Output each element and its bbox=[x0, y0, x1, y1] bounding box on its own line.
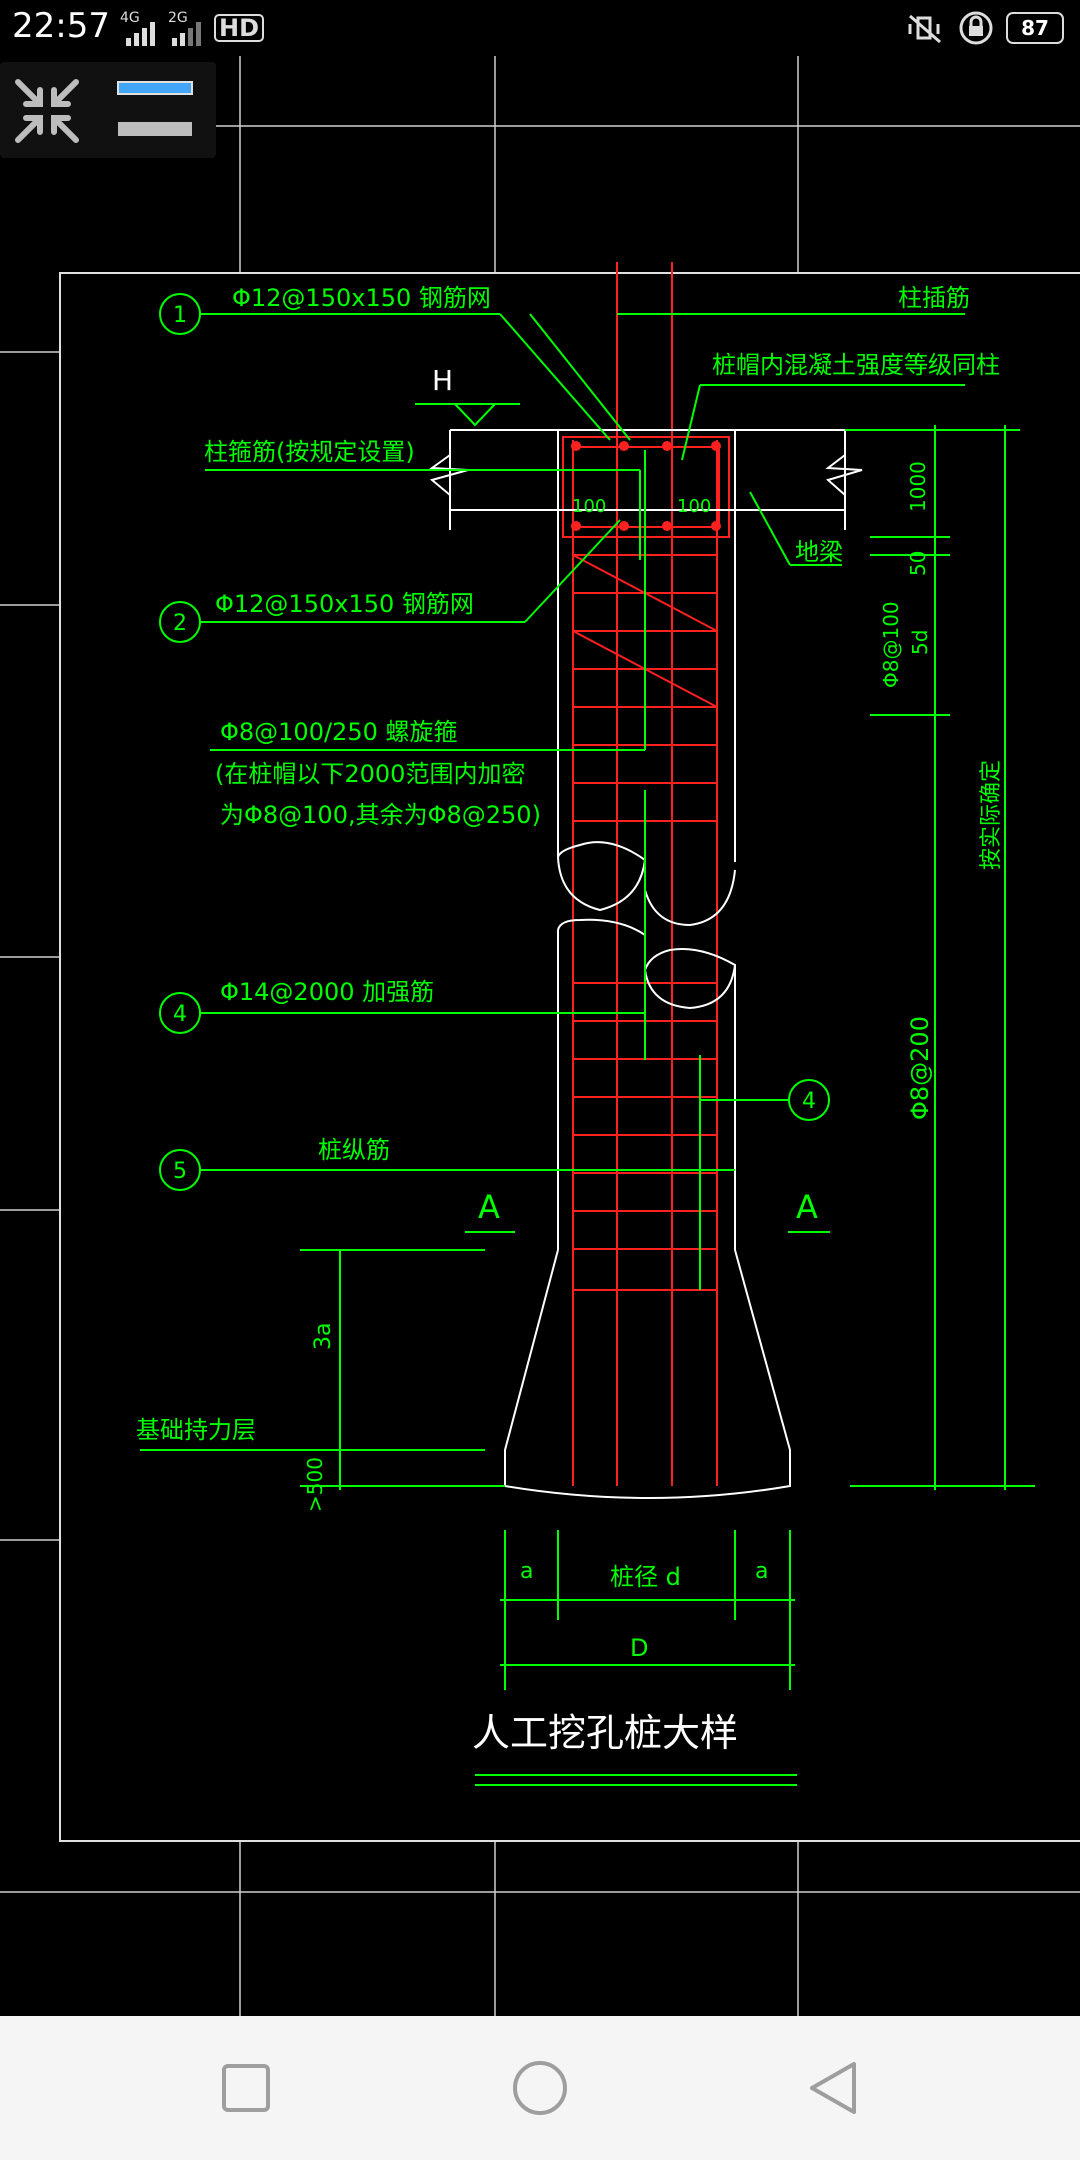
label-pile-longitudinal: 桩纵筋 bbox=[318, 1136, 390, 1164]
clock: 22:57 bbox=[12, 6, 110, 46]
dim-length-note: 按实际确定 bbox=[979, 760, 1004, 870]
dim-100-right: 100 bbox=[677, 496, 711, 517]
callout-4-right: 4 bbox=[802, 1089, 816, 1114]
label-cap-concrete: 桩帽内混凝土强度等级同柱 bbox=[712, 351, 1000, 379]
menu-bars-icon[interactable] bbox=[116, 78, 196, 144]
circle-nav-icon[interactable] bbox=[502, 2050, 578, 2126]
annotation-lines bbox=[140, 313, 1035, 1786]
section-a-right: A bbox=[796, 1188, 818, 1226]
dim-a-right: a bbox=[755, 1559, 768, 1584]
label-h: H bbox=[432, 364, 453, 397]
triangle-back-icon[interactable] bbox=[796, 2050, 872, 2126]
dim-pile-diameter: 桩径 d bbox=[610, 1563, 681, 1591]
pile-outline bbox=[429, 429, 863, 1499]
label-spiral-note-2: 为Φ8@100,其余为Φ8@250) bbox=[220, 801, 541, 829]
hd-badge: HD bbox=[214, 14, 265, 42]
label-bearing-layer: 基础持力层 bbox=[136, 1416, 256, 1444]
signal-4g-icon bbox=[126, 22, 155, 46]
section-a-left: A bbox=[478, 1188, 500, 1226]
callout-4: 4 bbox=[173, 1002, 187, 1027]
label-ground-beam: 地梁 bbox=[795, 538, 843, 566]
drawing-title: 人工挖孔桩大样 bbox=[472, 1711, 738, 1755]
callout-5: 5 bbox=[173, 1159, 187, 1184]
dim-phi8-100: Φ8@100 bbox=[879, 601, 903, 688]
callout-1: 1 bbox=[173, 303, 187, 328]
dim-phi8-200: Φ8@200 bbox=[906, 1016, 934, 1120]
dim-50: 50 bbox=[906, 551, 930, 576]
navigation-bar bbox=[0, 2016, 1080, 2160]
label-mesh-1: Φ12@150x150 钢筋网 bbox=[232, 284, 491, 312]
annotation-text: 1 2 4 5 4 Φ12@150x150 钢筋网 柱插筋 桩帽内混凝土强度等级… bbox=[136, 284, 1004, 1755]
lock-rotation-icon bbox=[959, 11, 993, 45]
label-spiral-stirrup: Φ8@100/250 螺旋箍 bbox=[220, 718, 458, 746]
battery-indicator: 87 bbox=[1006, 12, 1064, 44]
label-mesh-2: Φ12@150x150 钢筋网 bbox=[215, 590, 474, 618]
label-stirrup: 柱箍筋(按规定设置) bbox=[204, 438, 415, 466]
callout-circles bbox=[159, 293, 830, 1191]
callout-2: 2 bbox=[173, 611, 187, 636]
signal-2g-icon bbox=[172, 22, 201, 46]
net-4g-label: 4G bbox=[120, 10, 140, 26]
dim-a-left: a bbox=[520, 1559, 533, 1584]
dim-100-left: 100 bbox=[572, 496, 606, 517]
cad-drawing-canvas[interactable]: 1 2 4 5 4 Φ12@150x150 钢筋网 柱插筋 桩帽内混凝土强度等级… bbox=[0, 56, 1080, 2016]
square-nav-icon[interactable] bbox=[208, 2050, 284, 2126]
dim-1000: 1000 bbox=[906, 461, 930, 512]
collapse-arrows-icon[interactable] bbox=[12, 76, 82, 146]
dim-3a: 3a bbox=[311, 1323, 336, 1350]
status-bar: 22:57 4G 2G HD 87 bbox=[0, 0, 1080, 56]
floating-toolbar bbox=[0, 62, 216, 158]
dim-D: D bbox=[630, 1634, 648, 1662]
mute-vibrate-icon bbox=[908, 14, 941, 44]
label-column-rebar: 柱插筋 bbox=[898, 284, 970, 312]
dim-500: >500 bbox=[303, 1457, 327, 1512]
drawing-frame bbox=[59, 272, 1080, 1842]
net-2g-label: 2G bbox=[168, 10, 188, 26]
label-spiral-note-1: (在桩帽以下2000范围内加密 bbox=[215, 760, 525, 788]
dim-5d: 5d bbox=[908, 630, 932, 655]
label-reinforcing-bar: Φ14@2000 加强筋 bbox=[220, 978, 434, 1006]
